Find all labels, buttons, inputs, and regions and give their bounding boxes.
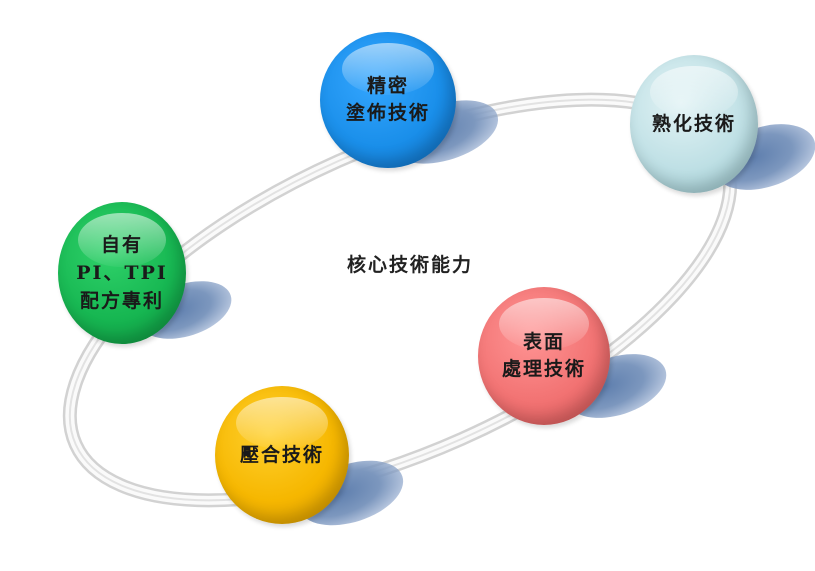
- node-label-line2: 處理技術: [501, 358, 586, 380]
- node-label-line2: 塗佈技術: [345, 102, 430, 124]
- node-label-line1: 壓合技術: [239, 443, 324, 466]
- node-curing-ball: 熟化技術: [630, 55, 758, 193]
- node-patent-ball: 自有 PI、TPI 配方專利: [58, 202, 186, 344]
- node-lamination-ball: 壓合技術: [215, 386, 349, 524]
- node-label-line1: 表面: [522, 331, 565, 353]
- node-surface-treatment: 表面 處理技術: [478, 287, 675, 437]
- node-label-line2: PI、TPI: [76, 262, 168, 284]
- node-curing: 熟化技術: [630, 55, 815, 215]
- node-lamination: 壓合技術: [215, 386, 412, 538]
- node-precision-coating: 精密 塗佈技術: [320, 32, 506, 182]
- node-surface-treatment-ball: 表面 處理技術: [478, 287, 610, 425]
- node-label-line1: 自有: [100, 234, 143, 256]
- node-label-line1: 熟化技術: [651, 112, 736, 135]
- node-label-line1: 精密: [366, 75, 409, 97]
- diagram-title: 核心技術能力: [346, 254, 473, 276]
- node-label-line3: 配方專利: [79, 290, 164, 312]
- node-precision-coating-ball: 精密 塗佈技術: [320, 32, 456, 168]
- node-patent: 自有 PI、TPI 配方專利: [58, 202, 239, 352]
